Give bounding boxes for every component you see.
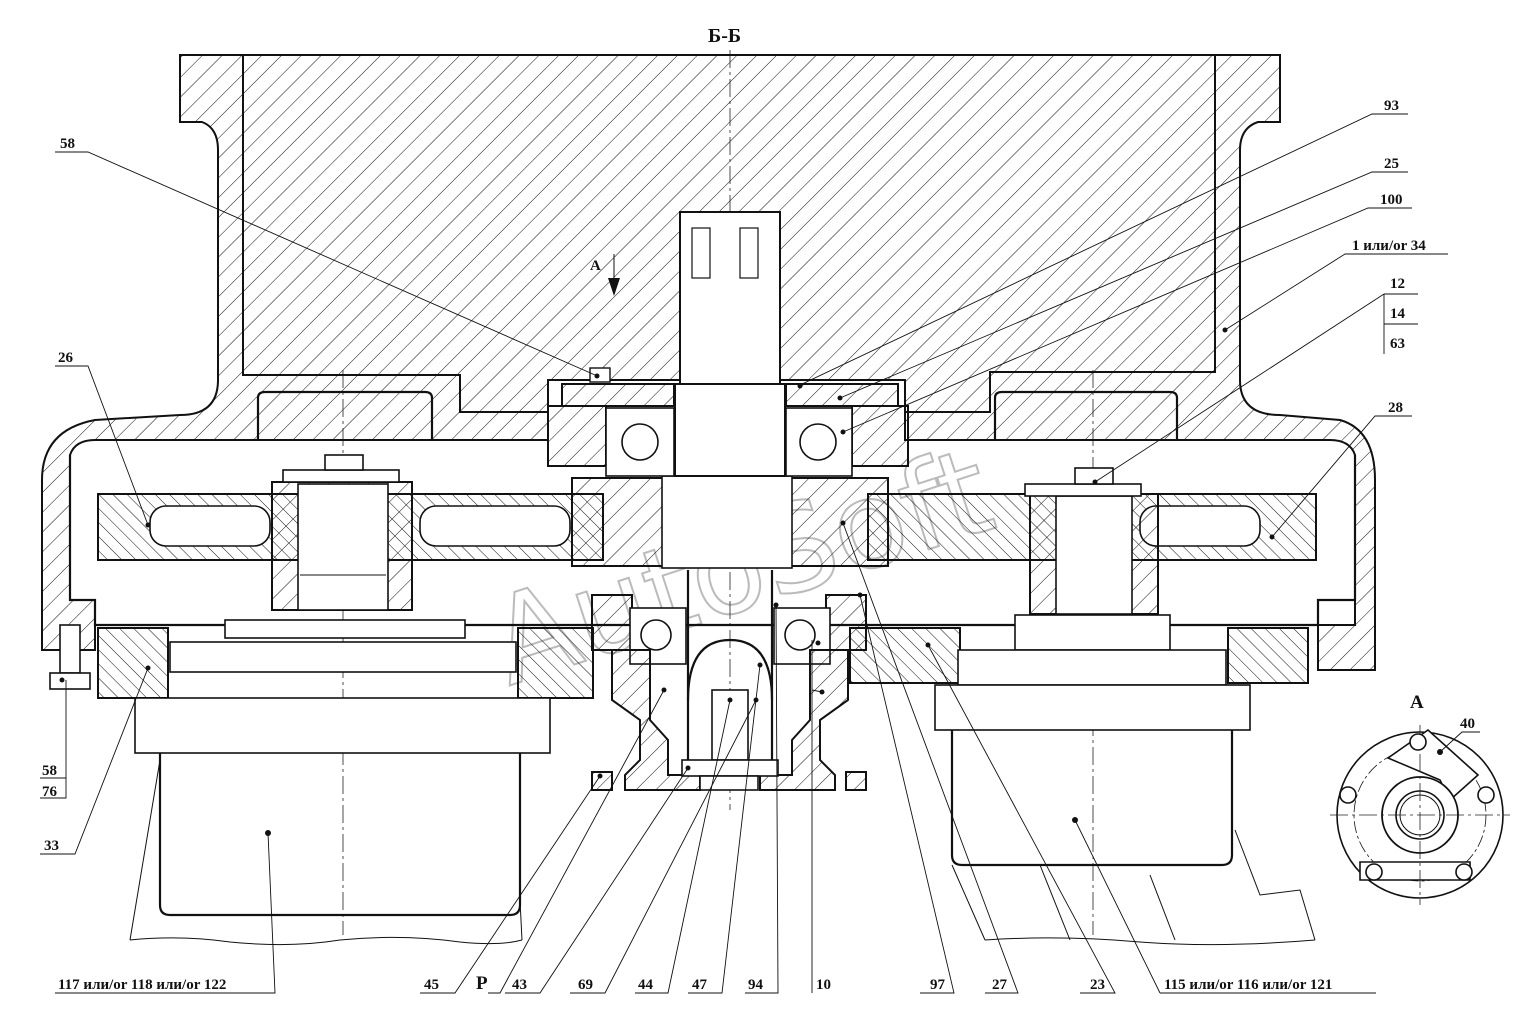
callout-94: 94 — [748, 977, 764, 993]
right-motor-assembly — [849, 627, 1316, 946]
leader-lines — [40, 113, 1480, 994]
callout-93: 93 — [1384, 98, 1399, 114]
callout-28: 28 — [1388, 400, 1403, 416]
callout-12: 12 — [1390, 276, 1405, 292]
left-gear-26 — [97, 454, 604, 639]
callout-115: 115 или/or 116 или/or 121 — [1164, 977, 1332, 993]
down-arrow-icon — [608, 254, 620, 296]
callout-47: 47 — [692, 977, 708, 993]
callout-25: 25 — [1384, 156, 1399, 172]
callout-27: 27 — [992, 977, 1008, 993]
input-shaft — [674, 211, 786, 477]
lower-chamber — [68, 455, 1357, 627]
callout-23: 23 — [1090, 977, 1105, 993]
callout-43: 43 — [512, 977, 527, 993]
central-gear-27 — [571, 475, 889, 569]
right-gear-28 — [867, 467, 1317, 651]
callout-69: 69 — [578, 977, 593, 993]
callout-117: 117 или/or 118 или/or 122 — [58, 977, 226, 993]
left-motor-assembly — [49, 624, 594, 946]
callout-33: 33 — [44, 838, 59, 854]
callout-97: 97 — [930, 977, 946, 993]
callout-100: 100 — [1380, 192, 1403, 208]
upper-bearing-cover — [547, 367, 909, 477]
callout-45: 45 — [424, 977, 439, 993]
callout-14: 14 — [1390, 306, 1406, 322]
section-title: Б-Б — [708, 25, 741, 47]
callout-58-top: 58 — [60, 136, 75, 152]
callout-labels: 58 93 25 100 1 или/or 34 12 14 63 26 28 … — [42, 98, 1475, 994]
detail-view-a: А — [1330, 692, 1510, 905]
callout-p: P — [476, 973, 488, 994]
detail-view-label: А — [1410, 692, 1424, 713]
lower-bearing-housing — [591, 570, 867, 791]
callout-58-left: 58 — [42, 763, 57, 779]
callout-26: 26 — [58, 350, 74, 366]
callout-40: 40 — [1460, 716, 1475, 732]
callout-44: 44 — [638, 977, 654, 993]
callout-63: 63 — [1390, 336, 1405, 352]
callout-1-or-34: 1 или/or 34 — [1352, 238, 1426, 254]
callout-10: 10 — [816, 977, 831, 993]
callout-76: 76 — [42, 784, 58, 800]
view-arrow-label: А — [590, 258, 601, 274]
